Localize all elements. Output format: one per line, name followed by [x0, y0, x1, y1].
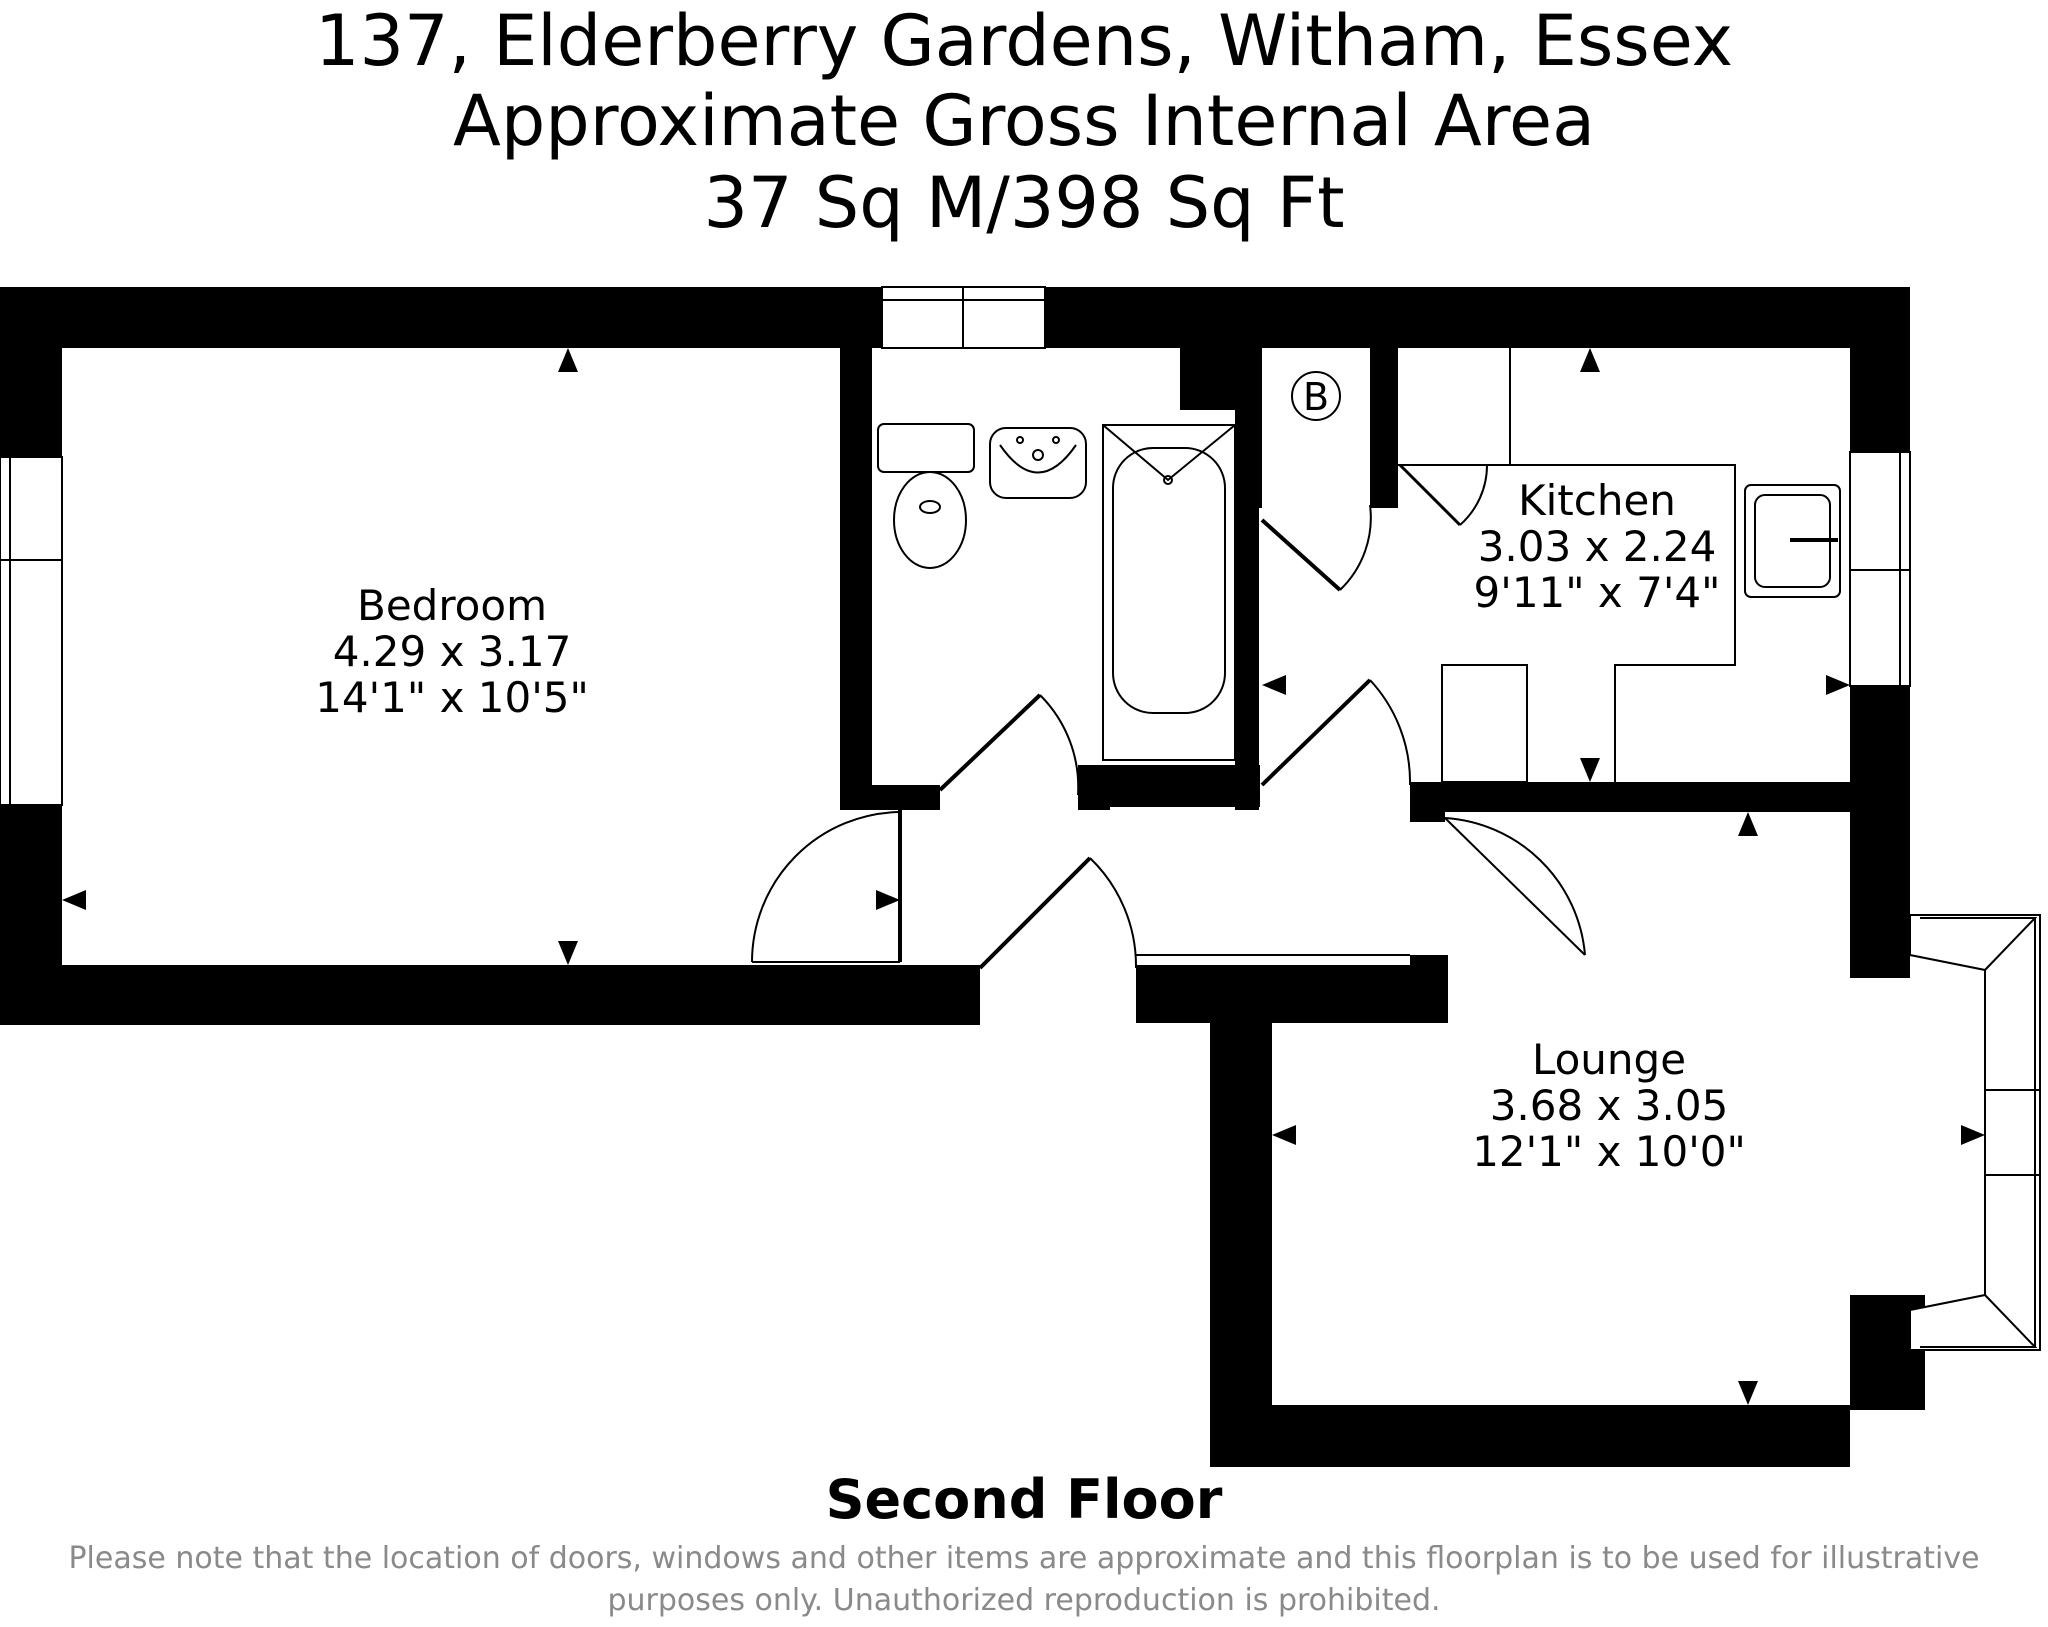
floor-label: Second Floor — [825, 1468, 1223, 1531]
kitchen-door-leaf — [1260, 678, 1372, 787]
wall-lounge-bottom — [1210, 1405, 1850, 1467]
wall-bedroom-bath — [840, 348, 872, 810]
wall-bath-bottom-left — [840, 785, 940, 810]
wall-top-right — [1045, 287, 1910, 348]
dimension-markers — [62, 348, 1985, 1405]
kitchen-metric: 3.03 x 2.24 — [1478, 522, 1717, 571]
wall-hall-stub — [1410, 955, 1448, 985]
wall-cupboard-kitchen — [1370, 348, 1398, 508]
bedroom-door-swing — [751, 811, 901, 963]
bedroom-name: Bedroom — [357, 581, 547, 630]
kitchen-name: Kitchen — [1518, 476, 1676, 525]
kitchen-imperial: 9'11" x 7'4" — [1474, 568, 1721, 617]
kitchen-worktop — [1398, 464, 1736, 782]
disclaimer: Please note that the location of doors, … — [68, 1541, 1980, 1618]
boiler-symbol — [1291, 371, 1341, 421]
wall-top-left — [0, 287, 882, 348]
bedroom-imperial: 14'1" x 10'5" — [315, 673, 589, 722]
lounge-bay-window — [1909, 914, 2041, 1351]
fixtures — [877, 348, 1841, 783]
wall-left-lower — [0, 805, 62, 993]
lounge-door-swing — [1444, 817, 1586, 956]
lounge-name: Lounge — [1532, 1035, 1686, 1084]
lounge-metric: 3.68 x 3.05 — [1490, 1081, 1729, 1130]
wall-bedroom-bottom — [0, 965, 980, 1025]
cupboard-door-leaf — [1260, 518, 1342, 592]
wall-left-upper — [0, 287, 62, 457]
lounge-door-leaf — [1444, 817, 1586, 956]
area-caption: Approximate Gross Internal Area — [452, 80, 1595, 162]
wc-bowl — [893, 471, 967, 569]
boiler-label: B — [1303, 375, 1329, 419]
bedroom-metric: 4.29 x 3.17 — [333, 627, 572, 676]
wall-bath-bottom-stub — [1078, 765, 1110, 810]
kitchen-sink — [1744, 484, 1841, 598]
wall-kitchen-bottom-stub — [1410, 782, 1445, 822]
wall-hall-bottom — [1136, 965, 1448, 1023]
wc-cistern — [877, 423, 975, 473]
wall-lounge-left — [1210, 985, 1272, 1467]
bathroom-door-swing — [1039, 694, 1080, 796]
basin — [989, 427, 1087, 499]
doors — [751, 463, 1586, 970]
bath-tub — [1112, 447, 1226, 714]
cupboard-door-swing — [1339, 504, 1372, 591]
wall-right-middle — [1850, 686, 1910, 978]
entrance-door-swing — [1089, 857, 1138, 969]
bath-outer — [1102, 424, 1236, 761]
wall-kitchen-bottom — [1410, 782, 1850, 812]
kitchen-appliance — [1441, 664, 1528, 783]
room-labels: Bedroom 4.29 x 3.17 14'1" x 10'5" Kitche… — [315, 375, 1746, 1176]
kitchen-door-swing — [1369, 679, 1412, 786]
wall-cupboard-left — [1250, 348, 1262, 508]
bathroom-door-leaf — [938, 693, 1042, 792]
windows — [0, 286, 2041, 1351]
wall-right-upper — [1850, 287, 1910, 452]
lounge-imperial: 12'1" x 10'0" — [1472, 1127, 1746, 1176]
address-title: 137, Elderberry Gardens, Witham, Essex — [314, 0, 1734, 82]
area-value: 37 Sq M/398 Sq Ft — [703, 162, 1345, 244]
entrance-door-leaf — [978, 856, 1092, 970]
